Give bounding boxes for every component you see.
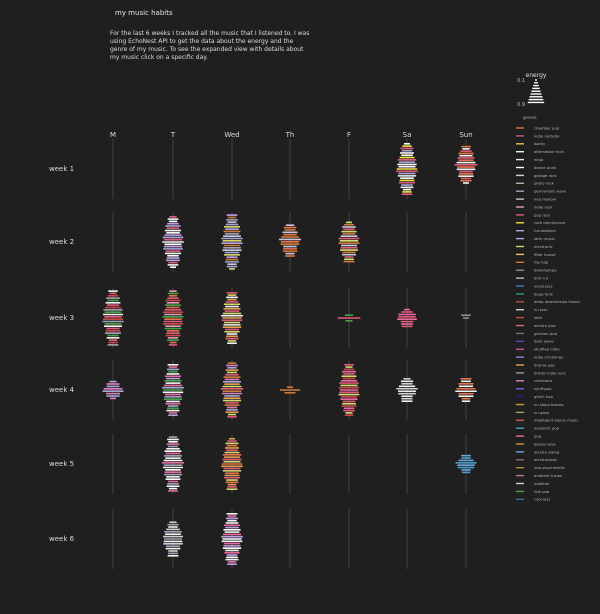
week-label-2: week 2 — [49, 238, 74, 246]
genre-legend-label: synthpop — [534, 386, 552, 391]
genre-legend-label: piano rock — [534, 181, 555, 186]
genre-legend-label: nu skool breaks — [534, 402, 564, 407]
week-label-6: week 6 — [49, 535, 75, 543]
genre-legend-label: folk pop — [534, 489, 550, 494]
genre-legend-label: intelligent dance music — [534, 418, 578, 423]
genre-legend-label: pop rock — [534, 212, 551, 217]
genre-legend-label: commons — [534, 378, 553, 383]
genre-legend-label: garage rock — [534, 173, 557, 178]
genre-legend-label: deep funk — [534, 291, 554, 296]
week-label-5: week 5 — [49, 460, 74, 468]
genre-legend-label: ambient fusion — [534, 473, 563, 478]
genre-legend-label: dance punk — [534, 165, 557, 170]
genre-legend-label: neo-psychedelic — [534, 465, 565, 470]
day-header-sun: Sun — [459, 131, 472, 139]
genre-legend-label: shuffled indie — [534, 347, 560, 352]
genre-legend-label: nu jazz — [534, 307, 547, 312]
genre-legend-label: vocal jazz — [534, 283, 553, 288]
genre-legend-label: nu gaze — [534, 410, 550, 415]
page-description: For the last 6 weeks I tracked all the m… — [110, 30, 310, 61]
page-title: my music habits — [115, 9, 173, 17]
day-header-t: T — [170, 131, 176, 139]
week-label-4: week 4 — [49, 386, 75, 394]
genre-legend-label: electronic — [534, 244, 553, 249]
genre-legend-label: indie christmas — [534, 355, 563, 360]
genre-legend-label: icelandic pop — [534, 426, 560, 431]
energy-legend-max: 0.9 — [517, 102, 525, 108]
genre-legend-label: permanent wave — [534, 189, 567, 194]
day-header-m: M — [110, 131, 116, 139]
genre-legend-label: cool jazz — [534, 497, 550, 502]
genre-legend-label: latin — [534, 315, 543, 320]
genre-legend-label: drill n b — [534, 276, 549, 281]
genre-legend-label: rock dominicano — [534, 220, 566, 225]
genre-legend-title: genres — [523, 115, 537, 120]
genre-legend-label: turntablism — [534, 228, 556, 233]
genre-legend-label: dark wave — [534, 339, 554, 344]
genre-legend-label: ninja — [534, 157, 543, 162]
energy-legend-title: energy — [526, 72, 547, 79]
day-header-wed: Wed — [224, 131, 239, 139]
genre-legend-label: german pop — [534, 331, 558, 336]
day-header-f: F — [347, 131, 351, 139]
genre-legend-label: worky — [534, 141, 546, 146]
genre-legend-label: hip hop — [534, 260, 549, 265]
genre-legend-label: drama pop — [534, 362, 555, 367]
genre-legend-label: glitch hop — [534, 394, 553, 399]
energy-legend-min: 0.1 — [517, 78, 525, 84]
genre-legend-label: latin music — [534, 236, 555, 241]
week-label-1: week 1 — [49, 165, 74, 173]
genre-legend-label: electroclash — [534, 457, 558, 462]
genre-legend-label: pop — [534, 434, 542, 439]
genre-legend-label: indie rock — [534, 204, 553, 209]
day-header-sa: Sa — [403, 131, 412, 139]
genre-legend-label: alternative rock — [534, 149, 565, 154]
genre-legend-label: bossa nova — [534, 441, 556, 446]
genre-legend-label: neo mellow — [534, 197, 556, 202]
genre-legend-label: indietek — [534, 481, 550, 486]
genre-legend-label: deep downtempo fusion — [534, 299, 581, 304]
genre-legend-label: british indie rock — [534, 370, 567, 375]
week-label-3: week 3 — [49, 314, 74, 322]
genre-legend-label: electro swing — [534, 449, 560, 454]
genre-legend-label: chamber pop — [534, 125, 560, 130]
genre-legend-label: filter house — [534, 252, 556, 257]
genre-legend-label: indie norteño — [534, 133, 560, 138]
day-header-th: Th — [285, 131, 295, 139]
genre-legend-label: downtempo — [534, 268, 557, 273]
genre-legend-label: electro jazz — [534, 323, 556, 328]
